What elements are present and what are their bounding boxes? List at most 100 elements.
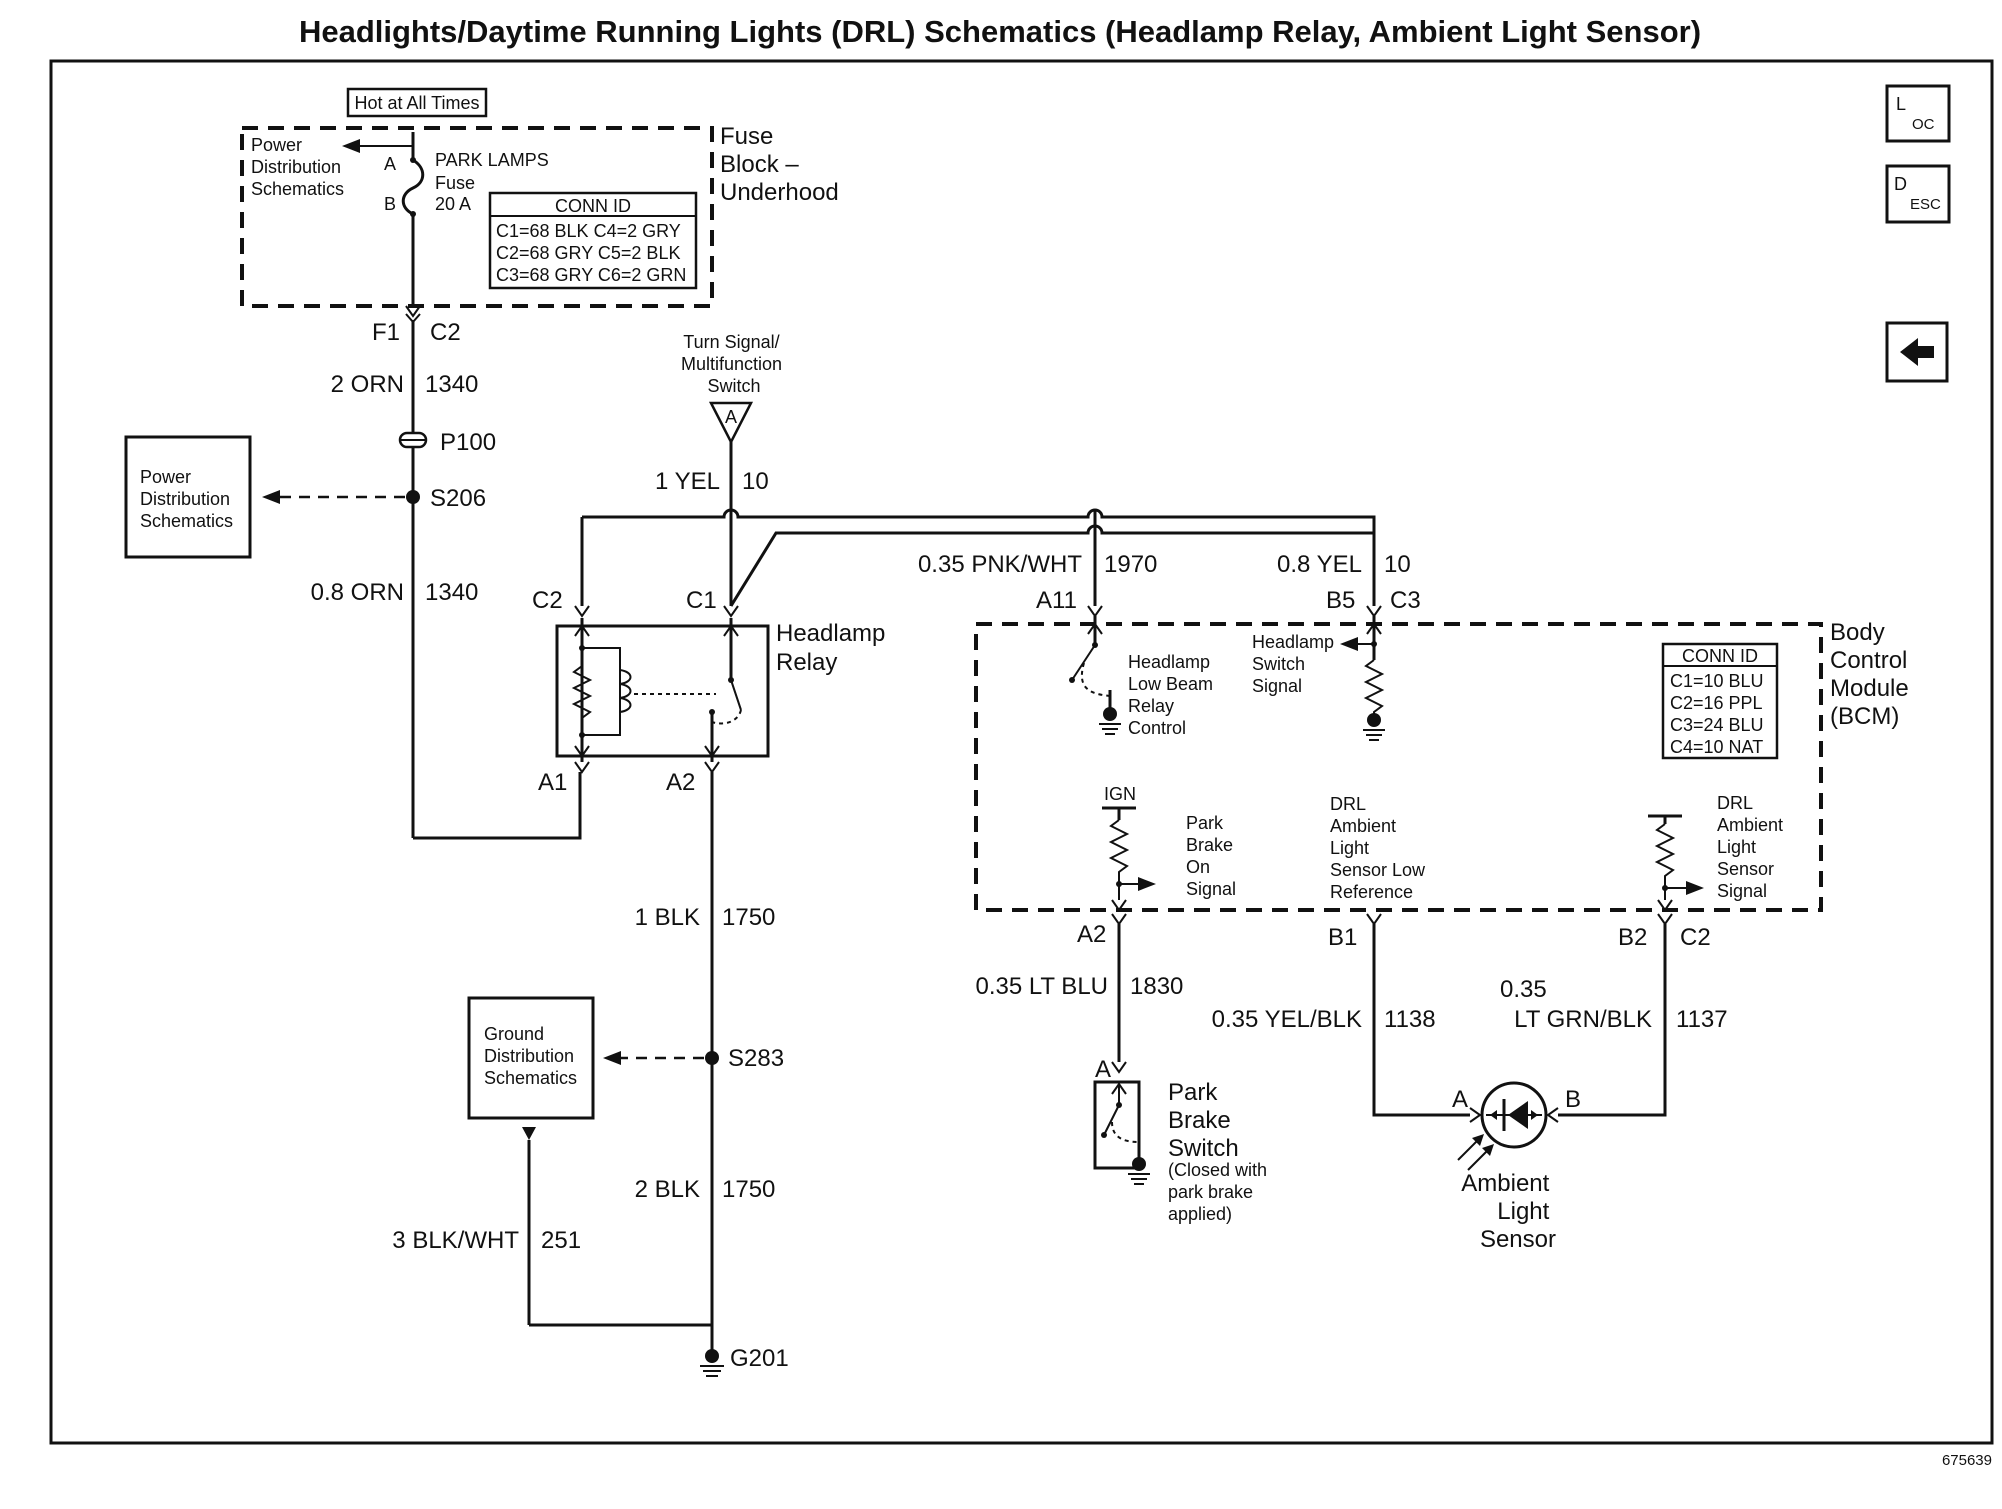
ground-icon bbox=[1099, 707, 1121, 735]
svg-text:OC: OC bbox=[1912, 116, 1935, 133]
signal-arrow-icon bbox=[1138, 877, 1156, 891]
back-arrow-icon bbox=[1900, 338, 1934, 366]
svg-text:C2: C2 bbox=[430, 319, 461, 346]
pullup-resistor-icon bbox=[1363, 659, 1385, 724]
ambient-light-sensor-label: Ambient Light Sensor bbox=[1461, 1170, 1556, 1253]
bcm-conn-id: CONN ID C1=10 BLU C2=16 PPL C3=24 BLU C4… bbox=[1661, 642, 1779, 760]
svg-text:A1: A1 bbox=[538, 769, 567, 796]
svg-text:0.35 PNK/WHT: 0.35 PNK/WHT bbox=[918, 551, 1082, 578]
svg-text:0.35: 0.35 bbox=[1500, 976, 1547, 1003]
svg-text:A: A bbox=[384, 154, 396, 174]
park-brake-switch-note: (Closed with park brake applied) bbox=[1168, 1160, 1272, 1224]
svg-text:B2: B2 bbox=[1618, 924, 1647, 951]
svg-text:B: B bbox=[1565, 1086, 1581, 1113]
svg-text:A: A bbox=[1095, 1056, 1111, 1083]
svg-text:C3=68 GRY C6=2 GRN: C3=68 GRY C6=2 GRN bbox=[496, 265, 686, 285]
drl-sensor-signal-label: DRL Ambient Light Sensor Signal bbox=[1717, 793, 1788, 901]
turn-signal-switch-label: Turn Signal/ Multifunction Switch bbox=[681, 332, 787, 396]
power-distribution-ref-text: Power Distribution Schematics bbox=[140, 467, 235, 531]
svg-text:CONN ID: CONN ID bbox=[555, 196, 631, 216]
park-brake-on-signal-label: Park Brake On Signal bbox=[1186, 813, 1238, 899]
park-brake-switch bbox=[1093, 1080, 1141, 1170]
ground-distribution-ref-box[interactable] bbox=[467, 996, 595, 1120]
svg-text:IGN: IGN bbox=[1104, 784, 1136, 804]
fuse-block-conn-id: CONN ID C1=68 BLK C4=2 GRY C2=68 GRY C5=… bbox=[488, 191, 698, 290]
low-beam-relay-control-label: Headlamp Low Beam Relay Control bbox=[1128, 652, 1218, 738]
svg-text:A2: A2 bbox=[1077, 921, 1106, 948]
reference-arrow-icon bbox=[522, 1127, 536, 1140]
relay-resistor-icon bbox=[571, 665, 593, 719]
svg-text:B: B bbox=[384, 194, 396, 214]
svg-text:B1: B1 bbox=[1328, 924, 1357, 951]
figure-number: 675639 bbox=[1942, 1452, 1992, 1469]
svg-text:1970: 1970 bbox=[1104, 551, 1157, 578]
svg-text:C4=10 NAT: C4=10 NAT bbox=[1670, 737, 1763, 757]
signal-arrow-icon bbox=[1340, 637, 1358, 651]
wire-0-35-lt-grn-blk-1137 bbox=[1558, 924, 1667, 1117]
svg-text:C2=16 PPL: C2=16 PPL bbox=[1670, 693, 1763, 713]
svg-text:F1: F1 bbox=[372, 319, 400, 346]
diagram-title: Headlights/Daytime Running Lights (DRL) … bbox=[299, 14, 1701, 49]
svg-text:1340: 1340 bbox=[425, 579, 478, 606]
svg-text:P100: P100 bbox=[440, 429, 496, 456]
body-control-module bbox=[974, 622, 1823, 912]
g201-ground-icon bbox=[700, 1349, 724, 1377]
back-arrow-button[interactable] bbox=[1885, 321, 1949, 383]
svg-text:3 BLK/WHT: 3 BLK/WHT bbox=[392, 1227, 519, 1254]
svg-text:B5: B5 bbox=[1326, 587, 1355, 614]
svg-text:A: A bbox=[725, 407, 737, 427]
svg-text:1 YEL: 1 YEL bbox=[655, 468, 720, 495]
fuse-block-underhood bbox=[240, 126, 714, 308]
svg-text:CONN ID: CONN ID bbox=[1682, 646, 1758, 666]
p100-splice-pack bbox=[398, 431, 428, 449]
desc-button[interactable]: D ESC bbox=[1885, 164, 1951, 224]
park-lamps-fuse-icon bbox=[401, 146, 425, 306]
svg-text:0.8 ORN: 0.8 ORN bbox=[311, 579, 404, 606]
svg-text:S206: S206 bbox=[430, 485, 486, 512]
svg-text:C1=68 BLK C4=2 GRY: C1=68 BLK C4=2 GRY bbox=[496, 221, 681, 241]
svg-text:C2: C2 bbox=[1680, 924, 1711, 951]
power-distribution-ref-box[interactable] bbox=[124, 435, 252, 559]
schematic-frame bbox=[49, 59, 1994, 1445]
svg-text:1830: 1830 bbox=[1130, 973, 1183, 1000]
svg-text:ESC: ESC bbox=[1910, 196, 1941, 213]
park-brake-switch-label: Park Brake Switch bbox=[1168, 1079, 1239, 1162]
svg-text:C1=10 BLU: C1=10 BLU bbox=[1670, 671, 1764, 691]
relay-coil-icon bbox=[619, 669, 632, 713]
svg-text:A: A bbox=[1452, 1086, 1468, 1113]
svg-text:A11: A11 bbox=[1036, 587, 1077, 614]
hot-at-all-times-label bbox=[346, 87, 488, 118]
svg-text:D: D bbox=[1894, 174, 1907, 194]
svg-text:G201: G201 bbox=[730, 1345, 789, 1372]
svg-text:0.8 YEL: 0.8 YEL bbox=[1277, 551, 1362, 578]
svg-text:1340: 1340 bbox=[425, 371, 478, 398]
svg-text:C2=68 GRY C5=2 BLK: C2=68 GRY C5=2 BLK bbox=[496, 243, 680, 263]
ambient-light-sensor bbox=[1480, 1081, 1548, 1149]
svg-text:1750: 1750 bbox=[722, 1176, 775, 1203]
loc-button[interactable]: L OC bbox=[1885, 84, 1951, 143]
relay-switch-contact-icon bbox=[730, 679, 742, 711]
wire-0-35-yel-blk-1138 bbox=[1372, 924, 1470, 1117]
park-brake-contact-icon bbox=[1103, 1104, 1120, 1136]
turn-signal-connector-icon bbox=[708, 401, 754, 445]
fuse-block-pds-ref: Power Distribution Schematics bbox=[251, 135, 346, 199]
svg-text:1138: 1138 bbox=[1384, 1006, 1436, 1033]
ground-distribution-ref-text: Ground Distribution Schematics bbox=[484, 1024, 579, 1088]
drl-signal-resistor-icon bbox=[1654, 823, 1676, 900]
s283-splice bbox=[705, 1051, 719, 1065]
svg-text:2 BLK: 2 BLK bbox=[635, 1176, 700, 1203]
headlamp-relay bbox=[555, 624, 770, 758]
svg-text:1137: 1137 bbox=[1676, 1006, 1728, 1033]
light-rays-icon bbox=[1457, 1134, 1494, 1171]
bcm-label: Body Control Module (BCM) bbox=[1830, 619, 1915, 730]
svg-text:0.35 LT BLU: 0.35 LT BLU bbox=[975, 973, 1108, 1000]
park-lamps-fuse-label: PARK LAMPS Fuse 20 A bbox=[435, 150, 554, 214]
svg-text:C3: C3 bbox=[1390, 587, 1421, 614]
ground-icon bbox=[1128, 1157, 1150, 1185]
s206-splice bbox=[406, 490, 420, 504]
svg-text:1 BLK: 1 BLK bbox=[635, 904, 700, 931]
fuse-block-name: Fuse Block – Underhood bbox=[720, 123, 839, 206]
svg-text:2 ORN: 2 ORN bbox=[331, 371, 404, 398]
reference-arrow-icon bbox=[262, 490, 280, 504]
